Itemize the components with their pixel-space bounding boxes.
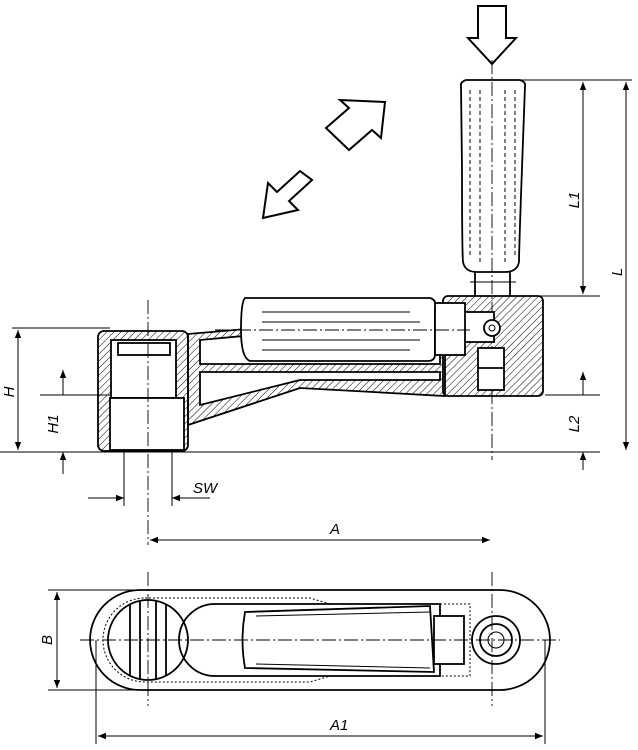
dimension-label-SW: SW <box>193 480 219 497</box>
arrow-up-right-icon <box>324 98 387 152</box>
dimension-label-L: L <box>609 268 626 276</box>
dimension-label-A1: A1 <box>329 717 348 734</box>
vertical-grip <box>459 79 527 297</box>
dimension-label-L2: L2 <box>566 415 583 432</box>
dimension-label-L1: L1 <box>566 192 583 209</box>
dimension-label-B: B <box>39 635 56 645</box>
side-view <box>97 295 544 452</box>
dimension-label-H1: H1 <box>45 414 62 433</box>
dimension-label-H: H <box>1 386 18 397</box>
dimension-label-A: A <box>329 521 340 538</box>
arrow-down-left-icon <box>261 169 314 220</box>
top-view <box>89 589 551 691</box>
arrow-down-icon <box>465 5 519 66</box>
